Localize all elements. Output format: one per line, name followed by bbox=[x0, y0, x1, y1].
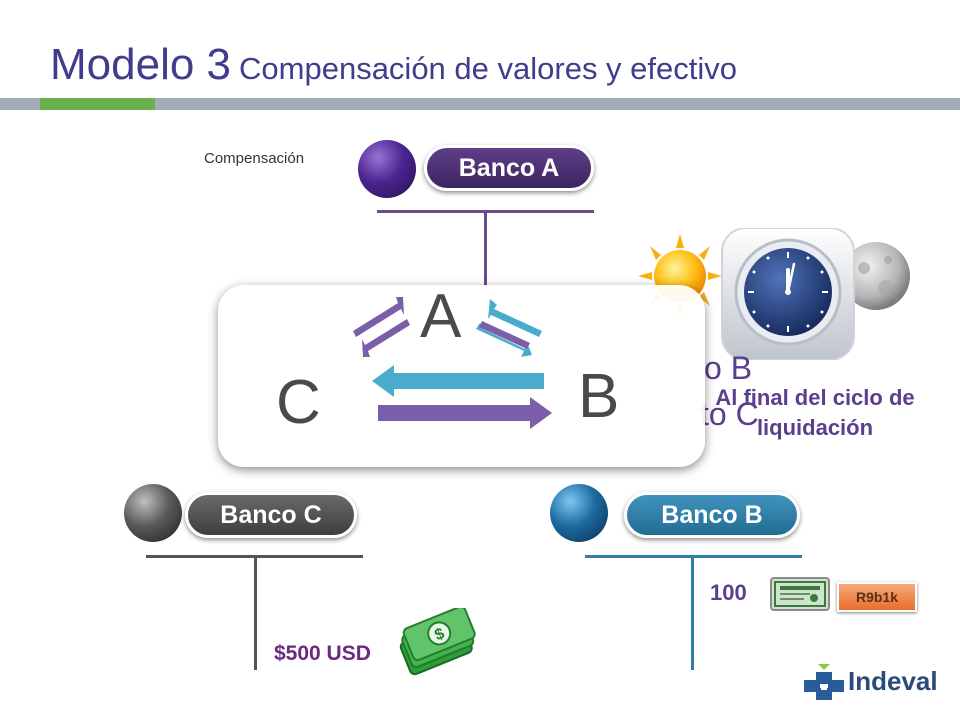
clearing-box: A B C bbox=[218, 282, 705, 467]
arrow-a-to-c bbox=[353, 297, 404, 337]
bank-a-t-account-stem bbox=[484, 212, 487, 287]
security-certificate-icon bbox=[770, 577, 830, 611]
bank-c-t-account-top bbox=[146, 555, 363, 558]
arrow-b-to-c bbox=[372, 365, 544, 397]
header-rule-accent bbox=[40, 98, 155, 110]
money-bills-icon: $ bbox=[399, 608, 476, 676]
arrow-b-to-a bbox=[488, 299, 542, 337]
title-main: Modelo 3 bbox=[50, 40, 232, 89]
cycle-note-line2: liquidación bbox=[756, 415, 874, 440]
arrow-a-to-b bbox=[476, 321, 532, 357]
bank-c-t-account-stem bbox=[254, 557, 257, 670]
arrow-c-to-b bbox=[378, 397, 552, 429]
bank-b-t-account-stem bbox=[691, 557, 694, 670]
ghost-text-line2: to C bbox=[700, 396, 759, 432]
clearing-letter-b: B bbox=[578, 362, 620, 431]
indeval-logo-text: Indeval bbox=[848, 666, 938, 696]
bank-b-t-account-top bbox=[585, 555, 802, 558]
ghost-text-line1: o B bbox=[704, 350, 753, 386]
bank-a-sphere bbox=[358, 140, 416, 198]
bank-b-pill: Banco B bbox=[624, 492, 800, 538]
indeval-logo: Indeval bbox=[802, 660, 938, 710]
bank-a-t-account-top bbox=[377, 210, 594, 213]
bank-b-sphere bbox=[550, 484, 608, 542]
compensacion-label: Compensación bbox=[204, 150, 305, 167]
clearing-arrows bbox=[353, 297, 552, 429]
bank-c-sphere bbox=[124, 484, 182, 542]
security-code-badge: R9b1k bbox=[837, 582, 917, 612]
bank-c-pill: Banco C bbox=[185, 492, 357, 538]
cycle-note-line1: Al final del ciclo de bbox=[715, 385, 915, 410]
bank-a-pill: Banco A bbox=[424, 145, 594, 191]
header-rule bbox=[0, 98, 960, 110]
clearing-letter-c: C bbox=[276, 368, 321, 437]
arrow-c-to-a bbox=[362, 319, 410, 357]
title-subtitle: Compensación de valores y efectivo bbox=[239, 51, 737, 86]
cash-amount: $500 USD bbox=[274, 642, 371, 665]
indeval-logo-mark bbox=[804, 664, 844, 700]
securities-quantity: 100 bbox=[710, 580, 747, 605]
clearing-letter-a: A bbox=[420, 282, 462, 351]
cycle-note: Al final del ciclo de liquidación bbox=[680, 383, 950, 443]
